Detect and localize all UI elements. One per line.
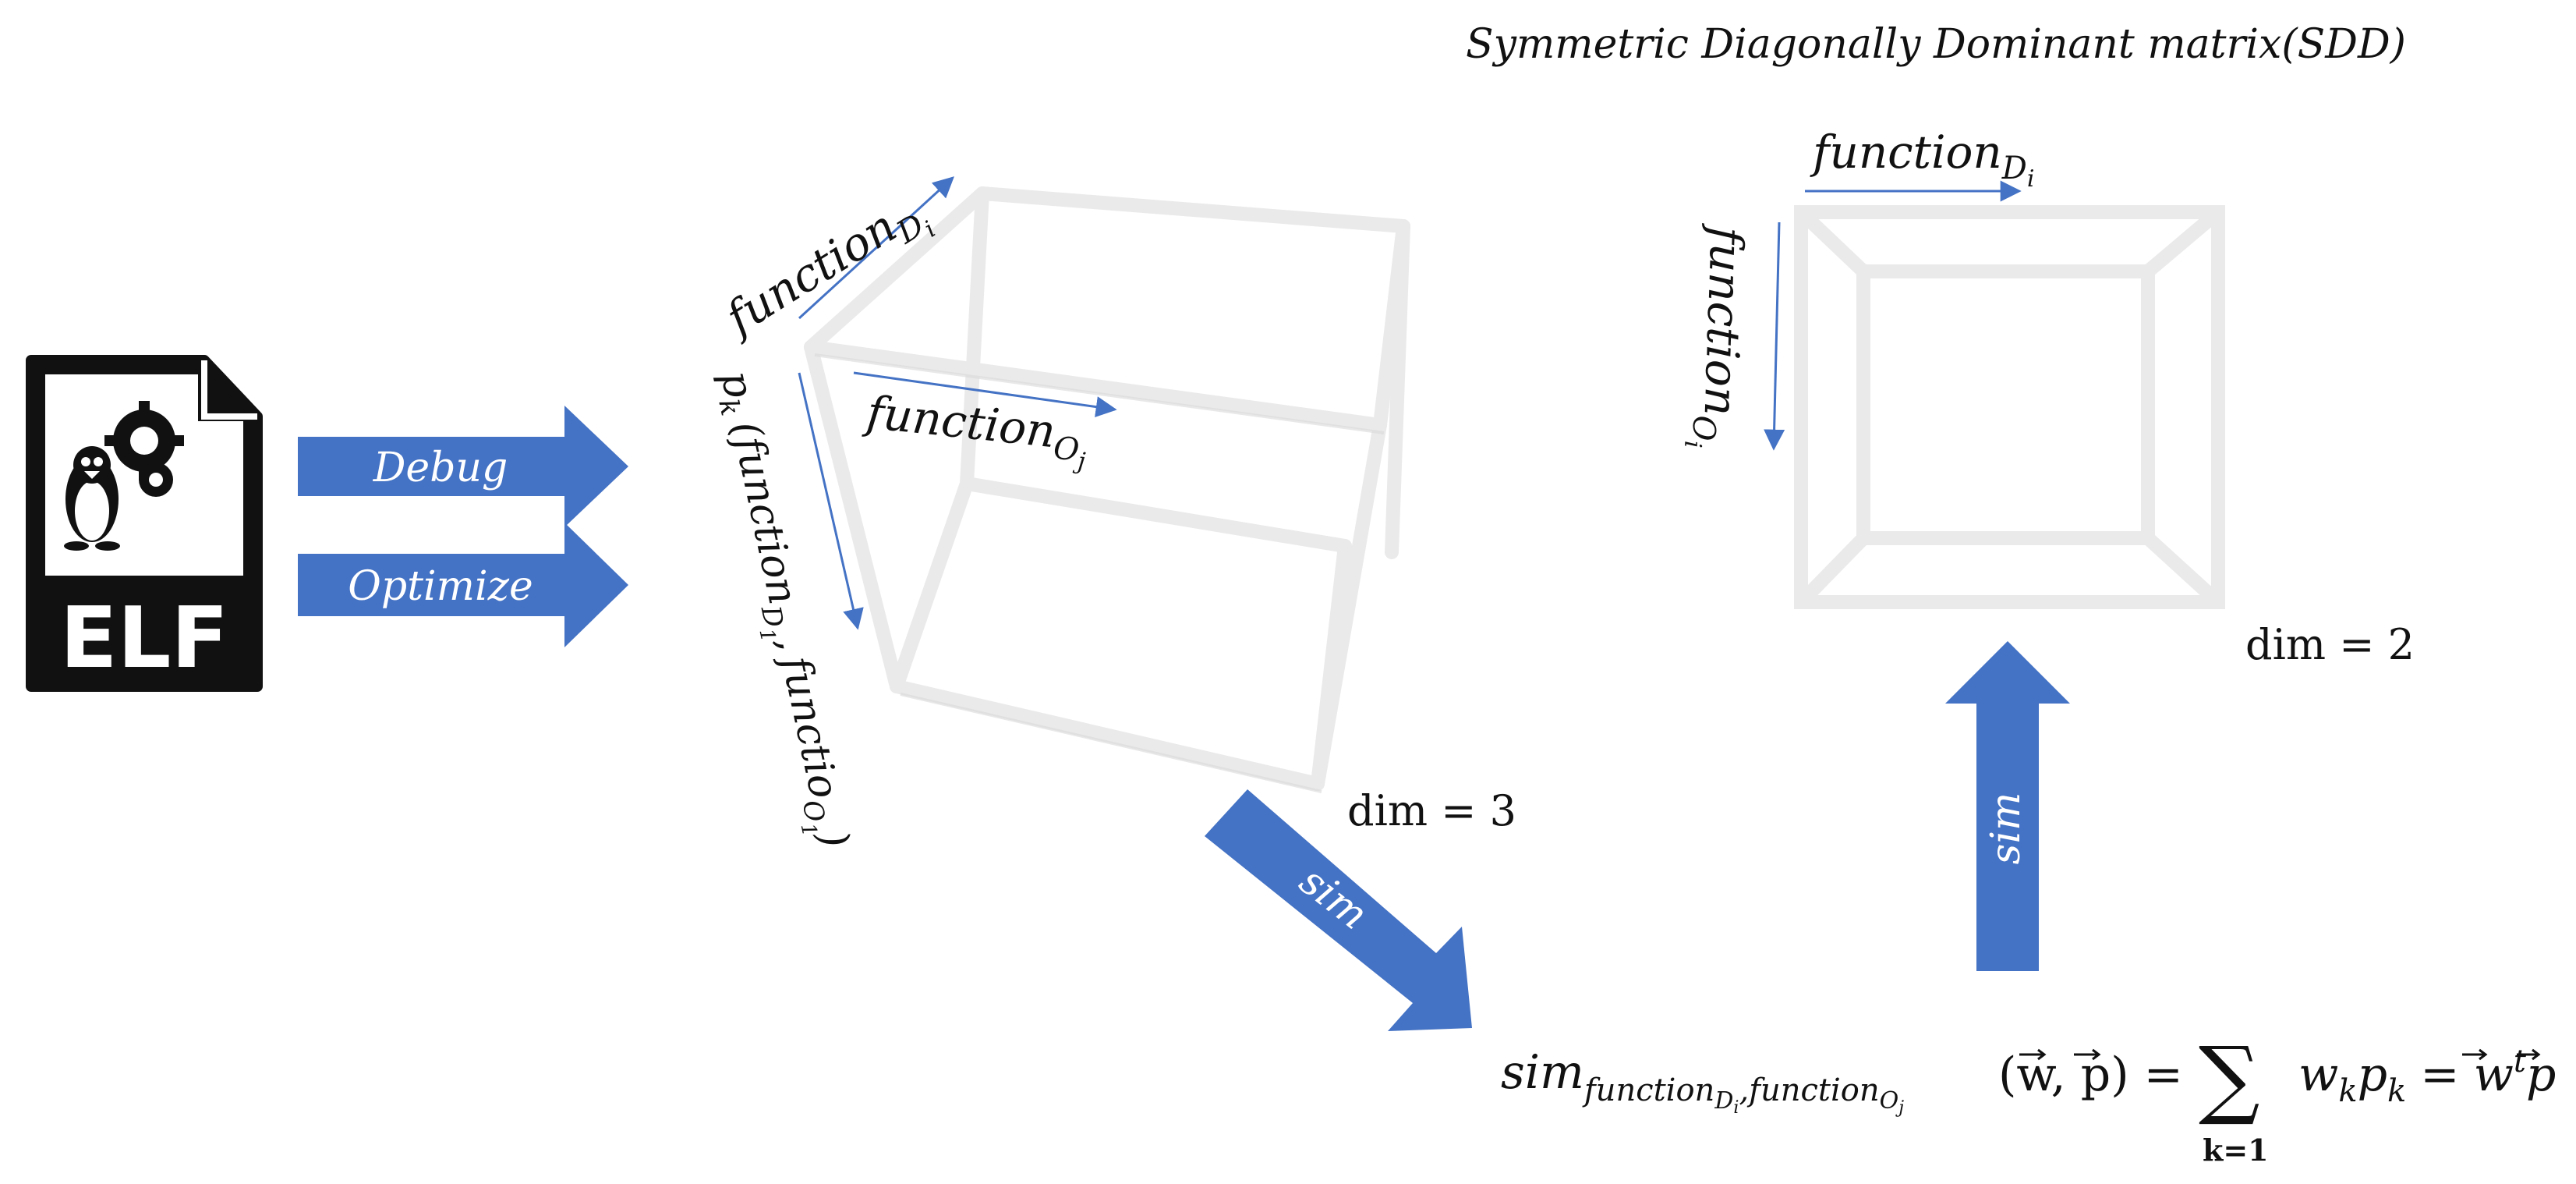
- cube-dim-label: dim = 3: [1347, 786, 1516, 835]
- square-dim-label: dim = 2: [2245, 620, 2415, 669]
- sum-symbol: ∑: [2199, 1028, 2260, 1128]
- gear-icon: [104, 401, 184, 497]
- square-edge-arrow-left: [1764, 222, 1785, 451]
- svg-text:(w, p) =: (w, p) =: [1998, 1048, 2183, 1102]
- sim-up-arrow: sim: [1945, 641, 2070, 971]
- cube-edge-arrow-top: [798, 176, 954, 320]
- vector-arrows: [2019, 1048, 2541, 1061]
- debug-label: Debug: [373, 445, 508, 491]
- square-2d-frame: [1794, 205, 2225, 609]
- diagram-title: Symmetric Diagonally Dominant matrix(SDD…: [1466, 21, 2406, 68]
- optimize-arrow: Optimize: [298, 523, 628, 647]
- cube-label-mid: functionOj: [860, 385, 1091, 476]
- svg-text:wkpk=wtp: wkpk=wtp: [2298, 1044, 2556, 1109]
- optimize-label: Optimize: [348, 563, 533, 610]
- penguin-icon: [64, 446, 120, 551]
- sum-lower-limit: k=1: [2203, 1133, 2269, 1168]
- debug-arrow: Debug: [298, 406, 628, 527]
- square-label-left: functionOi: [1679, 222, 1753, 450]
- cube-3d-frame: [804, 186, 1410, 791]
- cube-edge-arrow-side: [798, 372, 864, 630]
- elf-file-icon: ELF: [26, 355, 263, 692]
- square-label-top: functionDi: [1810, 126, 2034, 193]
- svg-text:simfunctionDi,functionOj: simfunctionDi,functionOj: [1501, 1045, 1904, 1118]
- cube-edge-arrow-mid: [853, 371, 1117, 417]
- sim-up-label: sim: [1983, 792, 2029, 865]
- similarity-formula: simfunctionDi,functionOj (w, p) = ∑ k=1 …: [1501, 1028, 2556, 1168]
- elf-label: ELF: [60, 590, 228, 687]
- cube-3d-frame-shadow: [814, 353, 1385, 793]
